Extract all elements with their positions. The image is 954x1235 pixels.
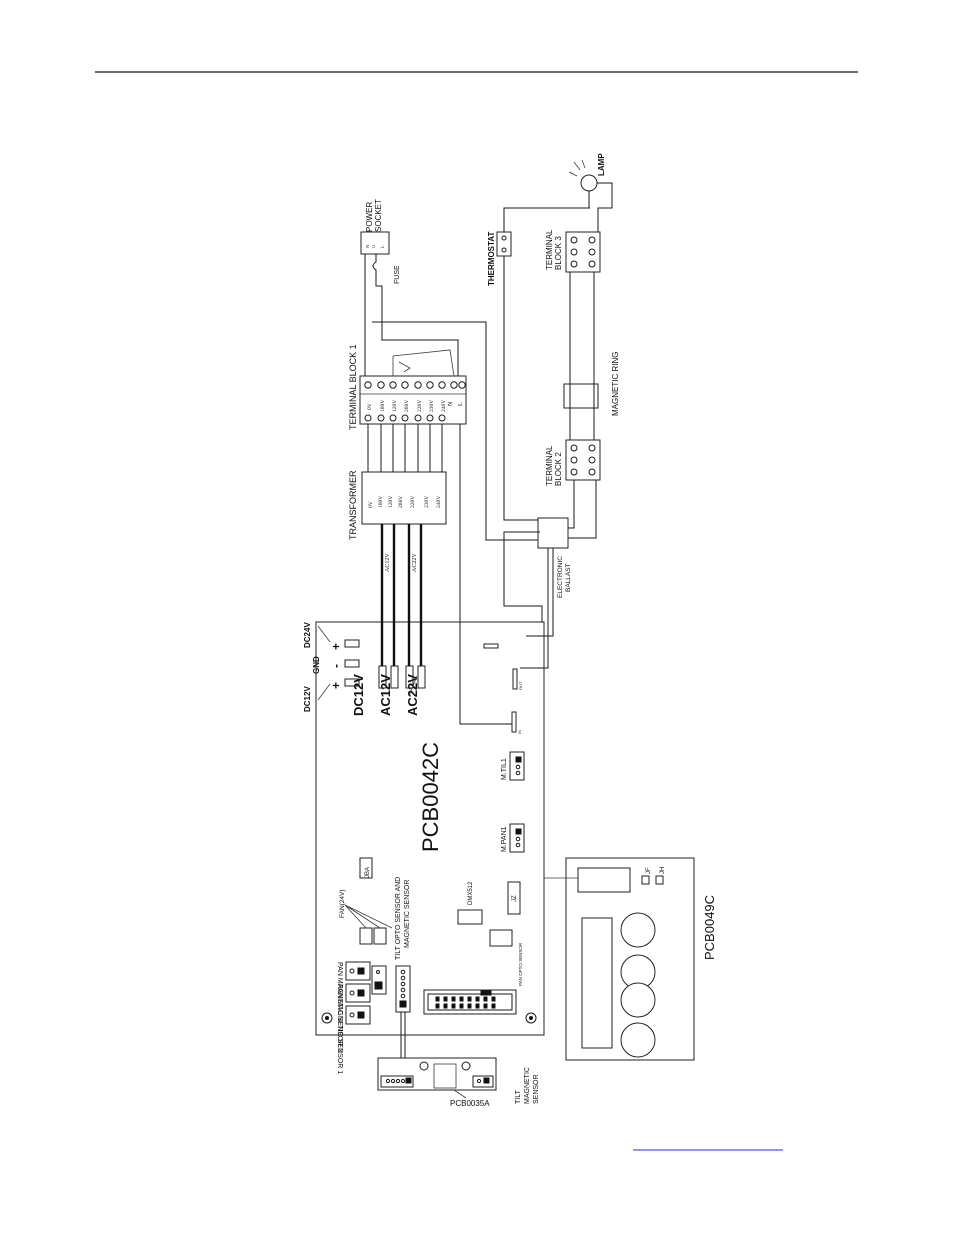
dmx-connector	[457, 909, 483, 925]
fan-label: FAN(24V)	[339, 889, 346, 918]
terminal-block-1-label: TERMINAL BLOCK 1	[348, 344, 358, 430]
svg-text:0V: 0V	[368, 501, 374, 508]
svg-text:BLOCK 3: BLOCK 3	[554, 236, 563, 270]
svg-text:JF: JF	[646, 867, 652, 874]
svg-text:G: G	[371, 244, 376, 248]
display-button	[620, 982, 656, 1018]
tilt-opto-label-1: TILT OPTO SENSOR AND	[395, 877, 402, 960]
svg-text:IN: IN	[517, 730, 522, 734]
magnetic-ring	[563, 383, 599, 409]
svg-text:120V: 120V	[392, 400, 398, 412]
svg-text:+: +	[329, 682, 343, 689]
pan-opto-connector	[489, 929, 513, 947]
thermostat-label: THERMOSTAT	[487, 232, 496, 286]
in-connector	[511, 711, 517, 733]
transformer	[361, 471, 447, 525]
electronic-ballast	[537, 517, 569, 549]
gnd-pin	[344, 659, 360, 668]
svg-text:100V: 100V	[378, 496, 384, 508]
svg-text:230V: 230V	[429, 400, 435, 412]
svg-text:JZ: JZ	[512, 895, 518, 902]
svg-text:240V: 240V	[441, 400, 447, 412]
svg-text:SENSOR: SENSOR	[533, 1074, 540, 1104]
sensor-board-connector	[380, 1075, 414, 1088]
power-socket-label-1: POWER	[365, 202, 374, 232]
svg-text:TERMINAL: TERMINAL	[545, 229, 554, 270]
svg-text:DMX512: DMX512	[468, 881, 474, 905]
svg-text:230V: 230V	[424, 496, 430, 508]
display-lcd	[581, 917, 613, 1049]
svg-text:-: -	[329, 664, 343, 668]
ribbon-pins	[435, 996, 496, 1009]
svg-text:ELECTRONIC: ELECTRONIC	[557, 556, 564, 598]
svg-text:220V: 220V	[410, 496, 416, 508]
mpan-label: M.PAN1	[501, 826, 508, 852]
svg-text:N: N	[365, 244, 370, 248]
dc12v-label: DC12V	[303, 686, 312, 712]
svg-text:100V: 100V	[380, 400, 386, 412]
dc12v-pin	[344, 678, 360, 687]
ac22-wire-label: AC22V	[412, 553, 418, 572]
display-button	[620, 1022, 656, 1058]
out-connector	[512, 668, 518, 690]
svg-text:JH: JH	[660, 867, 666, 874]
lamp-label: LAMP	[597, 153, 606, 176]
svg-text:L: L	[458, 402, 464, 406]
gnd-label: GND	[312, 656, 321, 674]
svg-text:JBA: JBA	[365, 867, 371, 878]
tilt-mag-connector	[472, 1075, 494, 1088]
mounting-hole	[525, 1012, 537, 1024]
dc24v-pin	[344, 639, 360, 648]
sensor-board-label: PCB0035A	[450, 1099, 490, 1108]
jba-connector	[359, 857, 373, 879]
fuse-symbol	[372, 254, 377, 276]
ac12-wire-label: AC12V	[385, 553, 391, 572]
svg-text:MAGNETIC: MAGNETIC	[524, 1067, 531, 1104]
pan-mag-sensor-1-label: PAN MAGNETIC SENSOR 1	[336, 984, 343, 1074]
jz-connector	[507, 881, 521, 915]
svg-text:N: N	[448, 401, 454, 406]
pan-mag-sensor-2-label: PAN MAGNETIC SENSOR 2	[336, 962, 343, 1052]
mounting-hole	[321, 1012, 333, 1024]
ac12-connector-label: AC12V	[378, 674, 393, 716]
power-socket	[360, 231, 390, 255]
svg-text:TERMINAL: TERMINAL	[545, 445, 554, 486]
power-socket-label-2: SOCKET	[374, 199, 383, 232]
svg-text:208V: 208V	[404, 400, 410, 412]
svg-text:OUT: OUT	[518, 681, 523, 690]
dc12-connector-label: DC12V	[351, 674, 366, 716]
fan-connector	[359, 927, 373, 945]
main-board-label: PCB0042C	[418, 742, 443, 852]
mtil-label: M.TIL1	[501, 758, 508, 780]
svg-text:BLOCK 2: BLOCK 2	[554, 452, 563, 486]
terminal-block-1	[359, 375, 467, 425]
display-button	[620, 912, 656, 948]
ac22-connector-label: AC22V	[405, 674, 420, 716]
dc24v-label: DC24V	[303, 622, 312, 648]
fuse-label: FUSE	[394, 265, 401, 284]
transformer-taps-wires	[367, 424, 443, 472]
svg-text:+: +	[329, 643, 343, 650]
tilt-opto-label-2: MAGNETIC SENSOR	[404, 880, 411, 948]
transformer-label: TRANSFORMER	[348, 470, 358, 540]
svg-text:TILT: TILT	[515, 1089, 522, 1104]
magnetic-ring-label: MAGNETIC RING	[611, 352, 620, 416]
svg-text:L: L	[380, 245, 385, 248]
lamp	[580, 174, 598, 192]
svg-text:220V: 220V	[417, 400, 423, 412]
pan-opto-label: PAN OPTO SENSOR	[518, 942, 523, 986]
svg-text:208V: 208V	[398, 496, 404, 508]
svg-text:120V: 120V	[388, 496, 394, 508]
display-board-label: PCB0049C	[702, 895, 717, 960]
terminal-block-1-screws	[364, 381, 466, 422]
svg-text:240V: 240V	[436, 496, 442, 508]
svg-text:0V: 0V	[367, 403, 373, 410]
svg-text:BALLAST: BALLAST	[565, 563, 572, 592]
